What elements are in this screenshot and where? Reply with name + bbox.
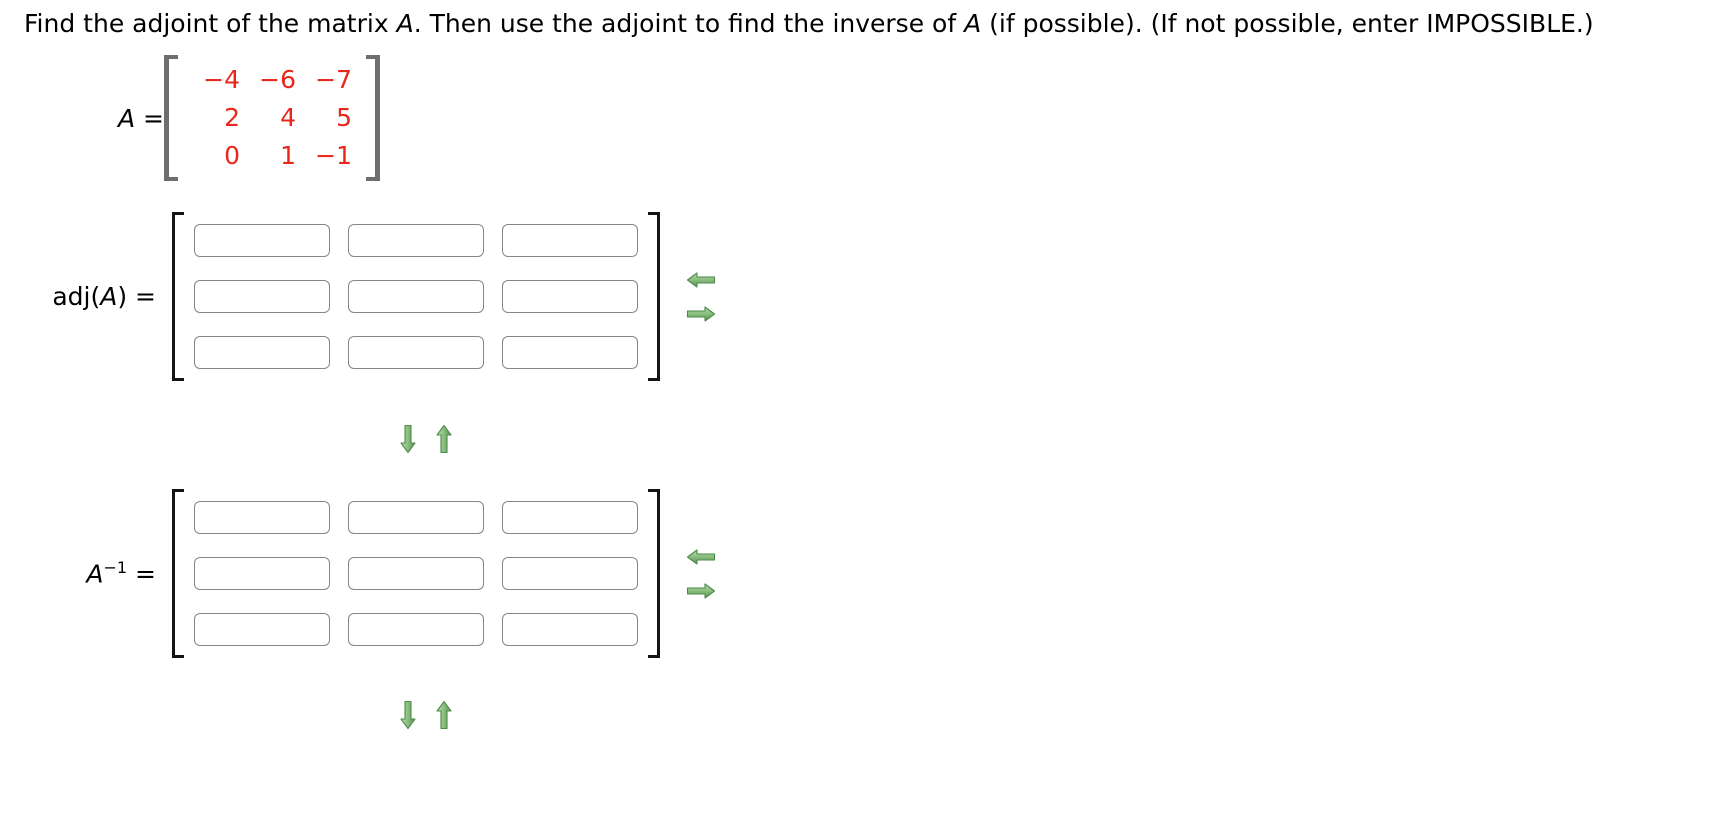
given-matrix-label: A = bbox=[118, 104, 164, 133]
inverse-input-r1c3[interactable] bbox=[502, 501, 638, 534]
adjoint-row-controls bbox=[398, 424, 454, 454]
arrow-left-icon bbox=[686, 271, 716, 293]
inverse-label-superscript: −1 bbox=[103, 558, 128, 578]
adjoint-add-row-button[interactable] bbox=[434, 424, 454, 454]
given-matrix-values: −4 −6 −7 2 4 5 0 1 −1 bbox=[184, 55, 360, 181]
inverse-remove-row-button[interactable] bbox=[398, 700, 418, 730]
inverse-row-controls bbox=[398, 700, 454, 730]
arrow-left-icon bbox=[686, 548, 716, 570]
inverse-input-r3c2[interactable] bbox=[348, 613, 484, 646]
given-cell-r3c1: 0 bbox=[224, 141, 241, 170]
inverse-input-r3c1[interactable] bbox=[194, 613, 330, 646]
given-cell-r2c3: 5 bbox=[336, 103, 353, 132]
inverse-input-r3c3[interactable] bbox=[502, 613, 638, 646]
adjoint-bracket-right bbox=[648, 212, 660, 381]
given-cell-r3c3: −1 bbox=[315, 141, 353, 170]
adjoint-label-var: A bbox=[100, 282, 118, 311]
prompt-text-part2: . Then use the adjoint to find the inver… bbox=[413, 9, 965, 38]
adjoint-input-r1c2[interactable] bbox=[348, 224, 484, 257]
adjoint-label-prefix: adj( bbox=[52, 282, 101, 311]
adjoint-label-suffix: ) = bbox=[117, 282, 156, 311]
given-label-var: A bbox=[118, 103, 136, 133]
adjoint-remove-column-button[interactable] bbox=[686, 270, 716, 290]
inverse-input-r2c3[interactable] bbox=[502, 557, 638, 590]
adjoint-label: adj(A) = bbox=[28, 282, 172, 311]
arrow-right-icon bbox=[686, 305, 716, 327]
arrow-down-icon bbox=[398, 700, 418, 733]
adjoint-input-r3c2[interactable] bbox=[348, 336, 484, 369]
adjoint-answer-block: adj(A) = bbox=[28, 212, 716, 381]
prompt-var-a-1: A bbox=[396, 9, 414, 38]
adjoint-input-r1c1[interactable] bbox=[194, 224, 330, 257]
page-title: Find the adjoint of the matrix A. Then u… bbox=[24, 8, 1594, 40]
given-matrix-block: A = −4 −6 −7 2 4 5 0 1 −1 bbox=[118, 55, 381, 181]
arrow-down-icon bbox=[398, 424, 418, 457]
inverse-input-r1c1[interactable] bbox=[194, 501, 330, 534]
adjoint-input-r2c1[interactable] bbox=[194, 280, 330, 313]
inverse-column-controls bbox=[686, 547, 716, 601]
given-cell-r1c2: −6 bbox=[259, 65, 297, 94]
arrow-right-icon bbox=[686, 582, 716, 604]
adjoint-column-controls bbox=[686, 270, 716, 324]
matrix-bracket-left bbox=[164, 55, 179, 181]
given-cell-r2c1: 2 bbox=[224, 103, 241, 132]
inverse-bracket-left bbox=[172, 489, 184, 658]
adjoint-input-r3c1[interactable] bbox=[194, 336, 330, 369]
inverse-add-row-button[interactable] bbox=[434, 700, 454, 730]
matrix-bracket-right bbox=[366, 55, 381, 181]
arrow-up-icon bbox=[434, 700, 454, 733]
adjoint-input-r2c2[interactable] bbox=[348, 280, 484, 313]
inverse-bracket-right bbox=[648, 489, 660, 658]
prompt-text-part3: (if possible). (If not possible, enter I… bbox=[981, 9, 1594, 38]
adjoint-input-r1c3[interactable] bbox=[502, 224, 638, 257]
arrow-up-icon bbox=[434, 424, 454, 457]
inverse-remove-column-button[interactable] bbox=[686, 547, 716, 567]
adjoint-input-r3c3[interactable] bbox=[502, 336, 638, 369]
adjoint-input-r2c3[interactable] bbox=[502, 280, 638, 313]
inverse-add-column-button[interactable] bbox=[686, 581, 716, 601]
inverse-answer-block: A−1 = bbox=[28, 489, 716, 658]
given-cell-r3c2: 1 bbox=[280, 141, 297, 170]
given-cell-r1c1: −4 bbox=[203, 65, 241, 94]
inverse-input-r1c2[interactable] bbox=[348, 501, 484, 534]
given-cell-r2c2: 4 bbox=[280, 103, 297, 132]
prompt-var-a-2: A bbox=[964, 9, 982, 38]
inverse-label-var: A bbox=[86, 559, 104, 589]
inverse-label-eq: = bbox=[127, 559, 156, 589]
inverse-input-r2c1[interactable] bbox=[194, 557, 330, 590]
given-cell-r1c3: −7 bbox=[315, 65, 353, 94]
prompt-text-part1: Find the adjoint of the matrix bbox=[24, 9, 397, 38]
adjoint-bracket-left bbox=[172, 212, 184, 381]
inverse-input-r2c2[interactable] bbox=[348, 557, 484, 590]
adjoint-remove-row-button[interactable] bbox=[398, 424, 418, 454]
adjoint-add-column-button[interactable] bbox=[686, 304, 716, 324]
given-label-eq: = bbox=[135, 103, 165, 133]
inverse-label: A−1 = bbox=[28, 558, 172, 588]
inverse-input-grid bbox=[184, 489, 648, 658]
adjoint-input-grid bbox=[184, 212, 648, 381]
